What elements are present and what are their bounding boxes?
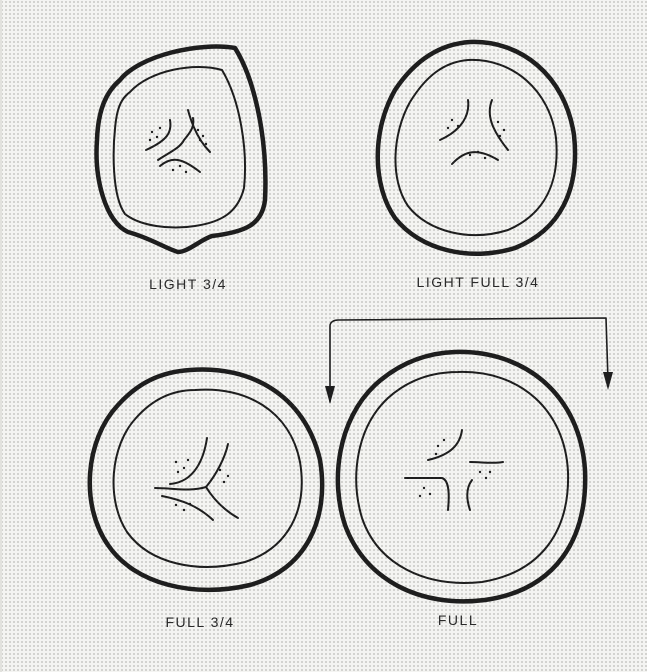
full-outer-skin bbox=[338, 352, 585, 601]
label-light-full-3-4: LIGHT FULL 3/4 bbox=[417, 274, 540, 290]
full-inner-flesh bbox=[356, 372, 568, 583]
fruit-light-3-4 bbox=[97, 47, 266, 252]
fruit-full-3-4 bbox=[90, 369, 322, 589]
full-seed-cavity bbox=[405, 430, 503, 510]
arrow-head-right bbox=[603, 372, 613, 390]
fruit-full bbox=[338, 352, 585, 601]
label-full: FULL bbox=[438, 612, 478, 628]
light-3-4-seed-dots bbox=[149, 127, 207, 173]
full-seed-dots bbox=[419, 439, 491, 497]
full-3-4-outer-skin bbox=[90, 369, 322, 589]
full-3-4-seed-cavity bbox=[155, 438, 238, 520]
light-full-3-4-outer-skin bbox=[378, 42, 575, 254]
label-light-3-4: LIGHT 3/4 bbox=[149, 276, 227, 292]
light-full-3-4-seed-cavity bbox=[440, 100, 508, 164]
arrow-head-left bbox=[325, 386, 335, 404]
label-full-3-4: FULL 3/4 bbox=[165, 614, 234, 630]
full-3-4-inner-flesh bbox=[114, 390, 302, 567]
fruit-light-full-3-4 bbox=[378, 42, 575, 254]
light-3-4-outer-skin bbox=[97, 47, 266, 252]
full-3-4-seed-dots bbox=[175, 459, 229, 511]
light-full-3-4-inner-flesh bbox=[395, 60, 556, 235]
